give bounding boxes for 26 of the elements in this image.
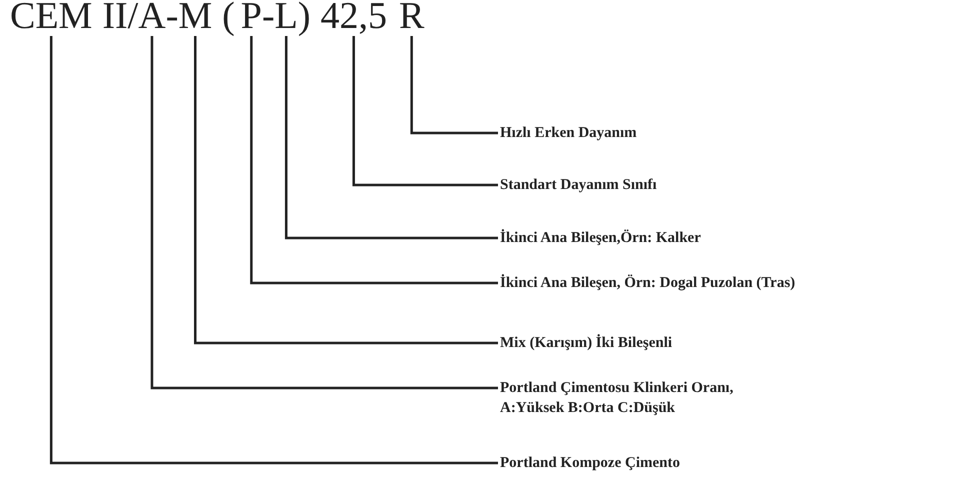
leader-line (50, 36, 498, 464)
code-part: R (398, 0, 424, 38)
leader-line (352, 36, 498, 186)
code-part: CEM (10, 0, 92, 38)
leader-line (250, 36, 498, 284)
code-part: L (274, 0, 298, 38)
explanation-text: Standart Dayanım Sınıfı (500, 175, 657, 195)
explanation-text: Mix (Karışım) İki Bileşenli (500, 333, 672, 353)
explanation-text: İkinci Ana Bileşen, Örn: Dogal Puzolan (Tras) (500, 273, 796, 293)
leader-line (150, 36, 498, 390)
leader-line (284, 36, 498, 240)
code-part: M (178, 0, 212, 38)
explanation-text: Portland Kompoze Çimento (500, 453, 680, 473)
code-text: - (166, 0, 178, 38)
code-part: A (138, 0, 166, 38)
code-part: 42,5 (320, 0, 387, 38)
code-text: - (262, 0, 275, 38)
leader-line (410, 36, 498, 134)
explanation-text: Hızlı Erken Dayanım (500, 123, 637, 143)
explanation-text: Portland Çimentosu Klinkeri Oranı, A:Yüksek B:Orta C:Düşük (500, 378, 800, 418)
code-text: ( (222, 0, 235, 38)
leader-line (194, 36, 498, 344)
code-text: II/ (102, 0, 138, 38)
code-part: P (240, 0, 262, 38)
explanation-text: İkinci Ana Bileşen,Örn: Kalker (500, 228, 701, 248)
code-text: ) (298, 0, 310, 38)
